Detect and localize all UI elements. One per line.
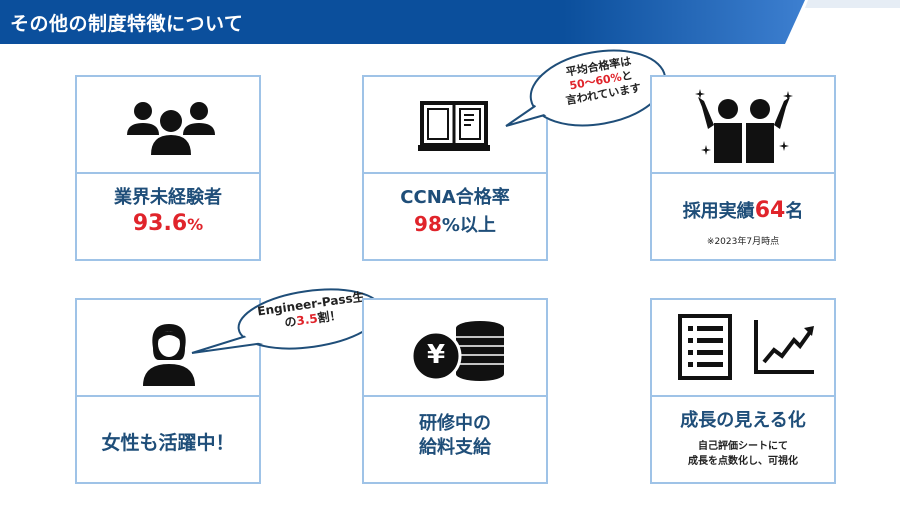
card-women: 女性も活躍中！: [75, 298, 261, 484]
stat-unit: %: [187, 215, 204, 234]
card-ccna: CCNA合格率 98%以上: [362, 75, 548, 261]
woman-icon: [143, 324, 195, 386]
card-stat: 93.6%: [77, 211, 259, 236]
card-growth: 成長の見える化 自己評価シートにて 成長を点数化し、可視化: [650, 298, 836, 484]
card-icon-area: [364, 77, 546, 174]
card-label: 業界未経験者: [114, 187, 222, 208]
card-label: 成長の見える化: [680, 410, 806, 431]
card-label: 採用実績64名: [652, 197, 834, 223]
speech-bubble-shape: [505, 49, 667, 127]
card-icon-area: [77, 77, 259, 174]
yen-coins-icon: [410, 321, 504, 382]
card-salary: ¥ 研修中の 給料支給: [362, 298, 548, 484]
yen-symbol: ¥: [426, 340, 446, 370]
card-icon-area: ¥: [364, 300, 546, 397]
card-icon-area: [652, 300, 834, 397]
stat-value: 93.6: [132, 211, 188, 236]
card-label: 女性も活躍中！: [101, 432, 235, 454]
speech-bubble-women: Engineer-Pass生 の3.5割！: [186, 285, 386, 369]
card-icon-area: [77, 300, 259, 397]
note-line: 自己評価シートにて: [698, 441, 788, 452]
stat-unit: %以上: [441, 215, 496, 236]
bubble-text-post: 割！: [316, 308, 343, 326]
note-line: 成長を点数化し、可視化: [688, 455, 798, 467]
footnote: ※2023年7月時点: [706, 237, 780, 247]
stat-unit: 名: [785, 201, 804, 222]
checklist-icon: [678, 314, 732, 380]
header-background: [0, 0, 900, 44]
card-stat: 98%以上: [364, 211, 546, 237]
page-title: その他の制度特徴について: [10, 13, 244, 35]
book-icon: [418, 101, 490, 151]
bubble-tail-text: と: [620, 68, 634, 84]
celebrating-people-icon: [695, 89, 793, 163]
card-hires: 採用実績64名 ※2023年7月時点: [650, 75, 836, 261]
card-label: 研修中の 給料支給: [364, 412, 546, 461]
label-line: 研修中の: [419, 413, 491, 434]
card-inexperienced: 業界未経験者 93.6%: [75, 75, 261, 261]
label-line: 給料支給: [419, 437, 491, 459]
speech-bubble-shape: [191, 288, 383, 354]
card-label: CCNA合格率: [400, 187, 510, 208]
speech-bubble-ccna: 平均合格率は 50～60%と 言われています: [500, 46, 670, 134]
bubble-highlight: 3.5: [295, 311, 319, 329]
group-icon: [127, 102, 215, 155]
stat-value: 98: [414, 212, 442, 236]
card-icon-area: [652, 77, 834, 174]
growth-chart-icon: [754, 320, 814, 374]
stat-value: 64: [754, 198, 786, 223]
card-note: 自己評価シートにて 成長を点数化し、可視化: [652, 440, 834, 469]
header-bar: その他の制度特徴について: [0, 0, 900, 44]
label-text: 採用実績: [682, 201, 755, 222]
